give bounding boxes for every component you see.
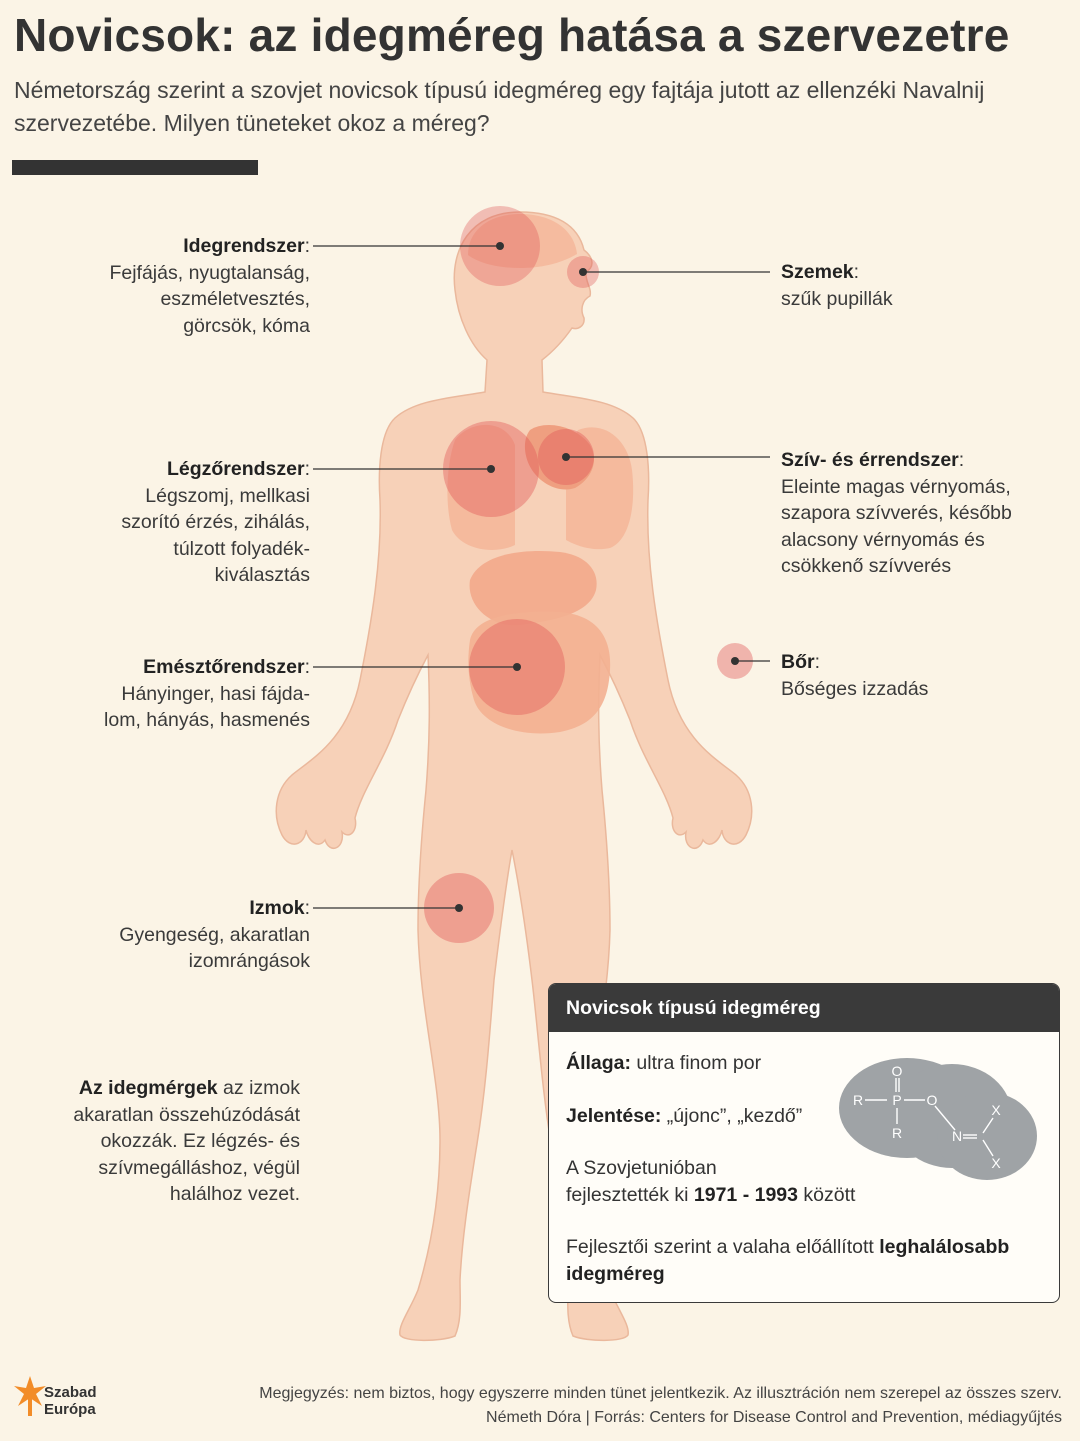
molecule-atom-p: P (892, 1092, 901, 1108)
molecule-atom-r2: R (892, 1125, 902, 1141)
novichok-infobox: Novicsok típusú idegméreg Állaga: ultra … (548, 983, 1060, 1303)
heart-shape (524, 425, 595, 490)
label-izmok: Izmok: Gyengeség, akaratlan izomrángások (119, 897, 310, 972)
page-subtitle: Németország szerint a szovjet novicsok t… (14, 77, 985, 136)
molecule-structure-diagram: O P R R O N X X (839, 1058, 1037, 1180)
label-title: Bőr (781, 651, 815, 673)
footer-credit: Németh Dóra | Forrás: Centers for Diseas… (486, 1409, 1062, 1426)
infobox-deadliest: Fejlesztői szerint a valaha előállított … (566, 1236, 1010, 1285)
infobox-consistency: Állaga: ultra finom por (566, 1052, 762, 1074)
molecule-atom-n: N (952, 1128, 962, 1144)
label-szemek: Szemek: szűk pupillák (781, 261, 893, 310)
infobox-meaning: Jelentése: „újonc”, „kezdő” (566, 1105, 803, 1127)
infobox-heading: Novicsok típusú idegméreg (549, 984, 1059, 1032)
label-emesztorendszer: Emésztőrendszer: Hányinger, hasi fájda- … (104, 656, 310, 731)
lungs-shape (447, 424, 515, 550)
title-rule (12, 160, 258, 175)
label-idegrendszer: Idegrendszer: Fejfájás, nyugtalanság, es… (109, 235, 310, 337)
footer-notes: Megjegyzés: nem biztos, hogy egyszerre m… (259, 1382, 1062, 1430)
molecule-atom-x1: X (991, 1102, 1001, 1118)
label-title: Szív- és érrendszer (781, 449, 959, 471)
molecule-atom-o1: O (892, 1063, 903, 1079)
label-title: Szemek (781, 261, 854, 283)
label-title: Izmok (249, 897, 305, 919)
page-title: Novicsok: az idegméreg hatása a szerveze… (14, 9, 1010, 61)
label-sziv-errendszer: Szív- és érrendszer: Eleinte magas vérny… (781, 449, 1012, 577)
label-title: Idegrendszer (183, 235, 305, 257)
label-title: Légzőrendszer (166, 458, 305, 480)
footer-note: Megjegyzés: nem biztos, hogy egyszerre m… (259, 1385, 1062, 1402)
liver-shape (469, 550, 597, 626)
explanatory-note: Az idegmérgek az izmok akaratlan összehú… (73, 1077, 300, 1205)
label-bor: Bőr: Bőséges izzadás (781, 651, 929, 700)
label-title: Emésztőrendszer (143, 656, 305, 678)
logo-wordmark: Szabad Európa (44, 1384, 97, 1418)
molecule-atom-o2: O (927, 1092, 938, 1108)
infobox-development: A Szovjetunióban fejlesztették ki 1971 -… (566, 1157, 856, 1206)
label-legzorendszer: Légzőrendszer: Légszomj, mellkasi szorít… (121, 458, 310, 586)
intestines-shape (468, 611, 611, 734)
molecule-atom-r1: R (853, 1092, 863, 1108)
szabad-europa-logo-icon (14, 1376, 46, 1416)
molecule-atom-x2: X (991, 1155, 1001, 1171)
brain-shape (468, 214, 577, 268)
